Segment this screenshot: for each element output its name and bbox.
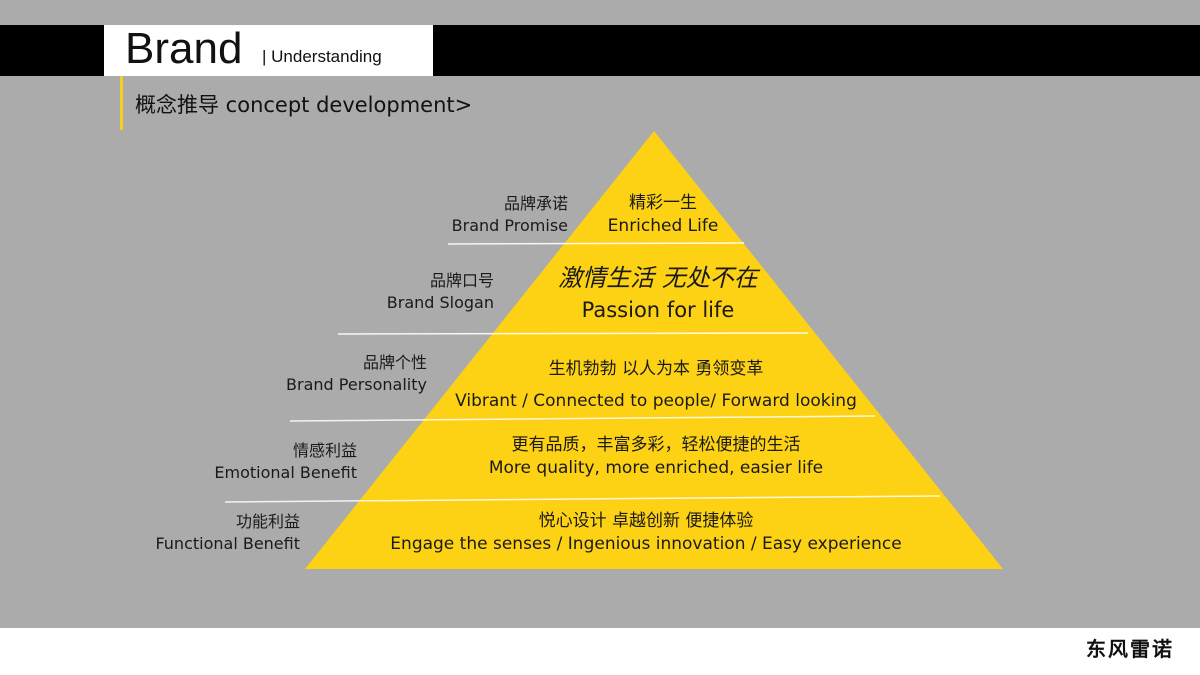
level-content-en: Engage the senses / Ingenious innovation… (390, 534, 902, 554)
level-label-zh: 品牌承诺 (503, 194, 568, 213)
divider-line-1 (447, 242, 745, 245)
level-label-zh: 情感利益 (292, 441, 357, 460)
level-label-zh: 品牌个性 (362, 353, 427, 372)
divider-line-4 (224, 495, 941, 503)
level-label-en: Functional Benefit (155, 534, 300, 553)
level-label-en: Emotional Benefit (214, 463, 357, 482)
level-label-emotional-benefit: 情感利益 Emotional Benefit (214, 440, 357, 484)
level-content-emotional-benefit: 更有品质，丰富多彩，轻松便捷的生活 More quality, more enr… (456, 434, 856, 480)
level-content-brand-promise: 精彩一生 Enriched Life (563, 192, 763, 238)
level-content-en: Enriched Life (607, 216, 719, 236)
slogan-zh: 激情生活 无处不在 (558, 264, 758, 292)
page-title: Brand (125, 24, 243, 73)
level-content-en: Vibrant / Connected to people/ Forward l… (455, 391, 857, 411)
level-label-brand-promise: 品牌承诺 Brand Promise (452, 193, 568, 237)
level-content-zh: 悦心设计 卓越创新 便捷体验 (538, 511, 754, 531)
level-content-zh: 精彩一生 (629, 193, 697, 213)
level-label-en: Brand Promise (451, 216, 568, 235)
level-content-brand-slogan: 激情生活 无处不在 Passion for life (508, 261, 808, 325)
level-content-functional-benefit: 悦心设计 卓越创新 便捷体验 Engage the senses / Ingen… (366, 510, 926, 556)
level-label-brand-slogan: 品牌口号 Brand Slogan (387, 270, 494, 314)
divider-line-2 (337, 332, 809, 335)
pyramid-diagram (224, 131, 1003, 569)
level-label-en: Brand Slogan (386, 293, 494, 312)
pyramid-shape (305, 131, 1003, 569)
level-label-zh: 品牌口号 (429, 271, 494, 290)
footer-brand-logo: 东风雷诺 (1086, 637, 1174, 661)
level-content-zh: 更有品质，丰富多彩，轻松便捷的生活 (511, 435, 801, 455)
level-content-en: More quality, more enriched, easier life (488, 458, 824, 478)
accent-bar (120, 76, 123, 130)
page-subtitle: | Understanding (262, 47, 382, 66)
section-title: 概念推导 concept development> (135, 93, 473, 117)
title-box (104, 25, 433, 76)
level-label-zh: 功能利益 (235, 512, 300, 531)
divider-line-3 (289, 415, 876, 422)
level-content-brand-personality: 生机勃勃 以人为本 勇领变革 Vibrant / Connected to pe… (436, 353, 876, 417)
slogan-en: Passion for life (581, 298, 735, 322)
level-content-zh: 生机勃勃 以人为本 勇领变革 (548, 359, 764, 379)
level-label-functional-benefit: 功能利益 Functional Benefit (155, 511, 300, 555)
level-label-brand-personality: 品牌个性 Brand Personality (286, 352, 427, 396)
level-label-en: Brand Personality (286, 375, 427, 394)
